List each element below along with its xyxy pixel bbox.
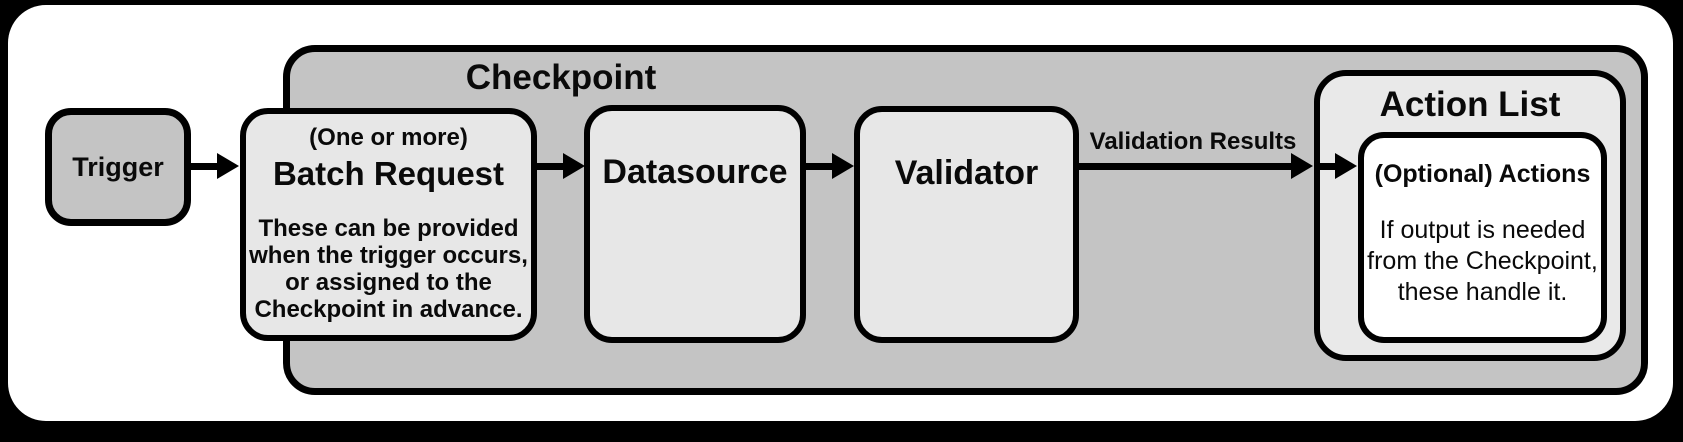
batch-request-title: Batch Request bbox=[272, 155, 505, 192]
arrowhead-icon bbox=[1291, 153, 1313, 179]
action-list-title: Action List bbox=[1379, 85, 1561, 124]
trigger-label: Trigger bbox=[72, 151, 164, 182]
batch-request-description: These can be provided when the trigger o… bbox=[249, 215, 528, 323]
batch-request-subtitle: (One or more) bbox=[309, 124, 468, 151]
optional-actions-node: (Optional) Actions If output is needed f… bbox=[1358, 132, 1607, 343]
arrowhead-icon bbox=[217, 153, 239, 179]
arrow-action-list-to-actions bbox=[1318, 163, 1336, 170]
datasource-node: Datasource bbox=[584, 105, 806, 343]
outer-panel: Checkpoint Trigger (One or more) Batch R… bbox=[8, 5, 1673, 421]
arrow-datasource-to-validator bbox=[806, 163, 833, 170]
trigger-node: Trigger bbox=[45, 108, 191, 226]
arrowhead-icon bbox=[832, 153, 854, 179]
arrow-batch-to-datasource bbox=[537, 163, 564, 170]
batch-request-node: (One or more) Batch Request These can be… bbox=[240, 108, 537, 341]
validator-node: Validator bbox=[854, 106, 1079, 343]
arrowhead-icon bbox=[1335, 153, 1357, 179]
arrow-validator-to-action-list bbox=[1079, 163, 1292, 170]
validator-title: Validator bbox=[894, 154, 1039, 192]
checkpoint-title: Checkpoint bbox=[465, 58, 657, 97]
arrow-trigger-to-batch bbox=[191, 163, 218, 170]
validation-results-label: Validation Results bbox=[1089, 128, 1297, 155]
arrowhead-icon bbox=[563, 153, 585, 179]
optional-actions-description: If output is needed from the Checkpoint,… bbox=[1367, 216, 1598, 306]
optional-actions-title: (Optional) Actions bbox=[1374, 160, 1591, 188]
datasource-title: Datasource bbox=[602, 153, 788, 191]
